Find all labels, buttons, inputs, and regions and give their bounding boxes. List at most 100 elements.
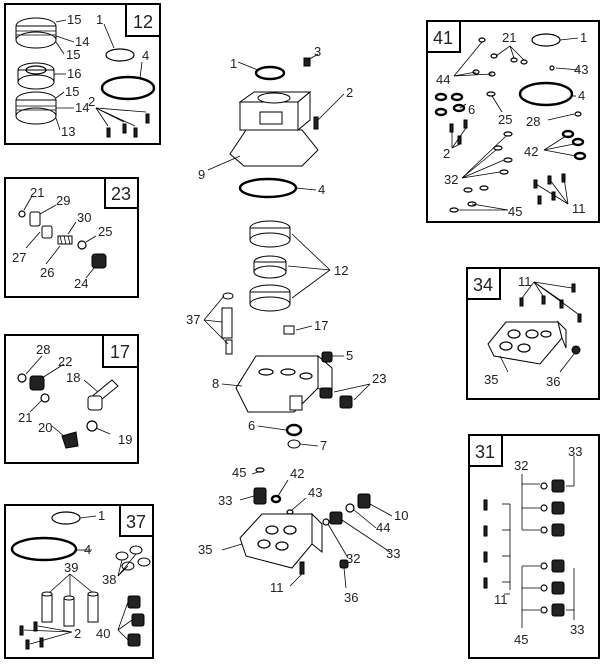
- main-label-4: 4: [318, 182, 325, 197]
- main-bearing-stack: [249, 220, 291, 312]
- kit-41-label-6: 6: [468, 102, 475, 117]
- kit-34-label-36: 36: [546, 374, 560, 389]
- kit-12-label-16: 16: [67, 66, 81, 81]
- kit-23-label-30: 30: [77, 210, 91, 225]
- kit-17-label-21: 21: [18, 410, 32, 425]
- kit-12-label-15a: 15: [67, 12, 81, 27]
- kit-34-panel: 34 11 35 36: [466, 267, 600, 400]
- seal-parts: [115, 545, 151, 571]
- kit-31-parts: [483, 479, 565, 617]
- bearing-stack-illustration: [15, 17, 57, 125]
- main-label-42: 42: [290, 466, 304, 481]
- kit-41-label-43: 43: [574, 62, 588, 77]
- kit-41-label-2: 2: [443, 146, 450, 161]
- main-label-37: 37: [186, 312, 200, 327]
- kit-12-label-2: 2: [88, 94, 95, 109]
- main-o-ring-6: [285, 423, 303, 437]
- kit-31-label-45: 45: [514, 632, 528, 647]
- main-label-36: 36: [344, 590, 358, 605]
- main-label-44: 44: [376, 520, 390, 535]
- kit-41-leaders: [451, 37, 581, 211]
- main-side-valve: [322, 493, 371, 526]
- kit-41-label-4: 4: [578, 88, 585, 103]
- kit-31-panel: 31 32 33 11 45 33: [468, 434, 600, 659]
- kit-41-panel: 41: [426, 20, 600, 223]
- kit-17-panel: 17 28 22 18 21 20 19: [4, 334, 139, 464]
- kit-12-label-14a: 14: [75, 34, 89, 49]
- kit-41-label-42: 42: [524, 144, 538, 159]
- fitting-parts: [17, 373, 119, 449]
- kit-37-title: 37: [126, 512, 146, 532]
- screw-set: [106, 113, 150, 138]
- main-label-3: 3: [314, 44, 321, 59]
- main-label-43: 43: [308, 485, 322, 500]
- screw-set: [19, 621, 44, 650]
- kit-31-label-33b: 33: [570, 622, 584, 637]
- kit-37-leaders: [23, 515, 137, 645]
- main-label-33b: 33: [386, 546, 400, 561]
- lower-manifold-head: [239, 467, 349, 575]
- main-label-7: 7: [320, 438, 327, 453]
- kit-23-label-25: 25: [98, 224, 112, 239]
- kit-23-label-24: 24: [74, 276, 88, 291]
- kit-31-title: 31: [475, 442, 495, 462]
- o-ring-small: [51, 511, 81, 525]
- kit-34-leaders: [499, 281, 579, 373]
- kit-41-title: 41: [433, 28, 453, 48]
- kit-41-label-32: 32: [444, 172, 458, 187]
- main-screw-2: [313, 116, 319, 130]
- kit-12-label-14b: 14: [75, 100, 89, 115]
- kit-17-leaders: [25, 355, 111, 437]
- main-label-1: 1: [230, 56, 237, 71]
- kit-31-label-11: 11: [494, 592, 508, 607]
- main-label-2: 2: [346, 85, 353, 100]
- spring-parts: [127, 595, 145, 647]
- o-ring: [18, 210, 26, 218]
- main-label-10: 10: [394, 508, 408, 523]
- main-label-8: 8: [212, 376, 219, 391]
- kit-23-title: 23: [111, 184, 131, 204]
- kit-37-label-1: 1: [98, 508, 105, 523]
- o-ring-large: [100, 75, 156, 101]
- kit-31-label-33: 33: [568, 444, 582, 459]
- kit-41-label-44: 44: [436, 72, 450, 87]
- main-fitting-17: [283, 325, 295, 335]
- o-ring-large: [10, 536, 78, 562]
- kit-23-label-27: 27: [12, 250, 26, 265]
- kit-41-label-21: 21: [502, 30, 516, 45]
- manifold-body: [235, 354, 333, 413]
- kit-37-label-40: 40: [96, 626, 110, 641]
- main-o-ring-4: [238, 177, 298, 199]
- main-valves-23: [319, 387, 353, 409]
- main-label-45: 45: [232, 465, 246, 480]
- kit-34-title: 34: [473, 275, 493, 295]
- kit-12-panel: 12 1: [4, 3, 161, 145]
- main-plug-3: [303, 57, 311, 67]
- crankcase-housing: [229, 90, 319, 167]
- main-label-23: 23: [372, 371, 386, 386]
- o-ring-small: [105, 48, 135, 62]
- kit-12-leaders: [54, 19, 147, 131]
- main-exploded-view: 1 3 2 9 4 12 37 17 5 8 23 6 7 45 42 33 4…: [186, 44, 408, 605]
- kit-17-label-18: 18: [66, 370, 80, 385]
- kit-41-label-28: 28: [526, 114, 540, 129]
- main-label-17: 17: [314, 318, 328, 333]
- kit-17-label-20: 20: [38, 420, 52, 435]
- kit-23-label-21: 21: [30, 185, 44, 200]
- kit-12-label-15b: 15: [66, 47, 80, 62]
- kit-12-label-1: 1: [96, 12, 103, 27]
- kit-23-label-26: 26: [40, 265, 54, 280]
- kit-41-label-11: 11: [572, 201, 586, 216]
- kit-41-label-45: 45: [508, 204, 522, 219]
- main-label-33: 33: [218, 493, 232, 508]
- main-washer-7: [287, 439, 301, 449]
- kit-17-label-19: 19: [118, 432, 132, 447]
- main-label-9: 9: [198, 167, 205, 182]
- kit-31-leaders: [502, 456, 575, 628]
- main-label-32: 32: [346, 551, 360, 566]
- kit-34-label-11: 11: [518, 274, 532, 289]
- kit-17-title: 17: [110, 342, 130, 362]
- kit-37-label-38: 38: [102, 572, 116, 587]
- kit-23-leaders: [23, 195, 97, 279]
